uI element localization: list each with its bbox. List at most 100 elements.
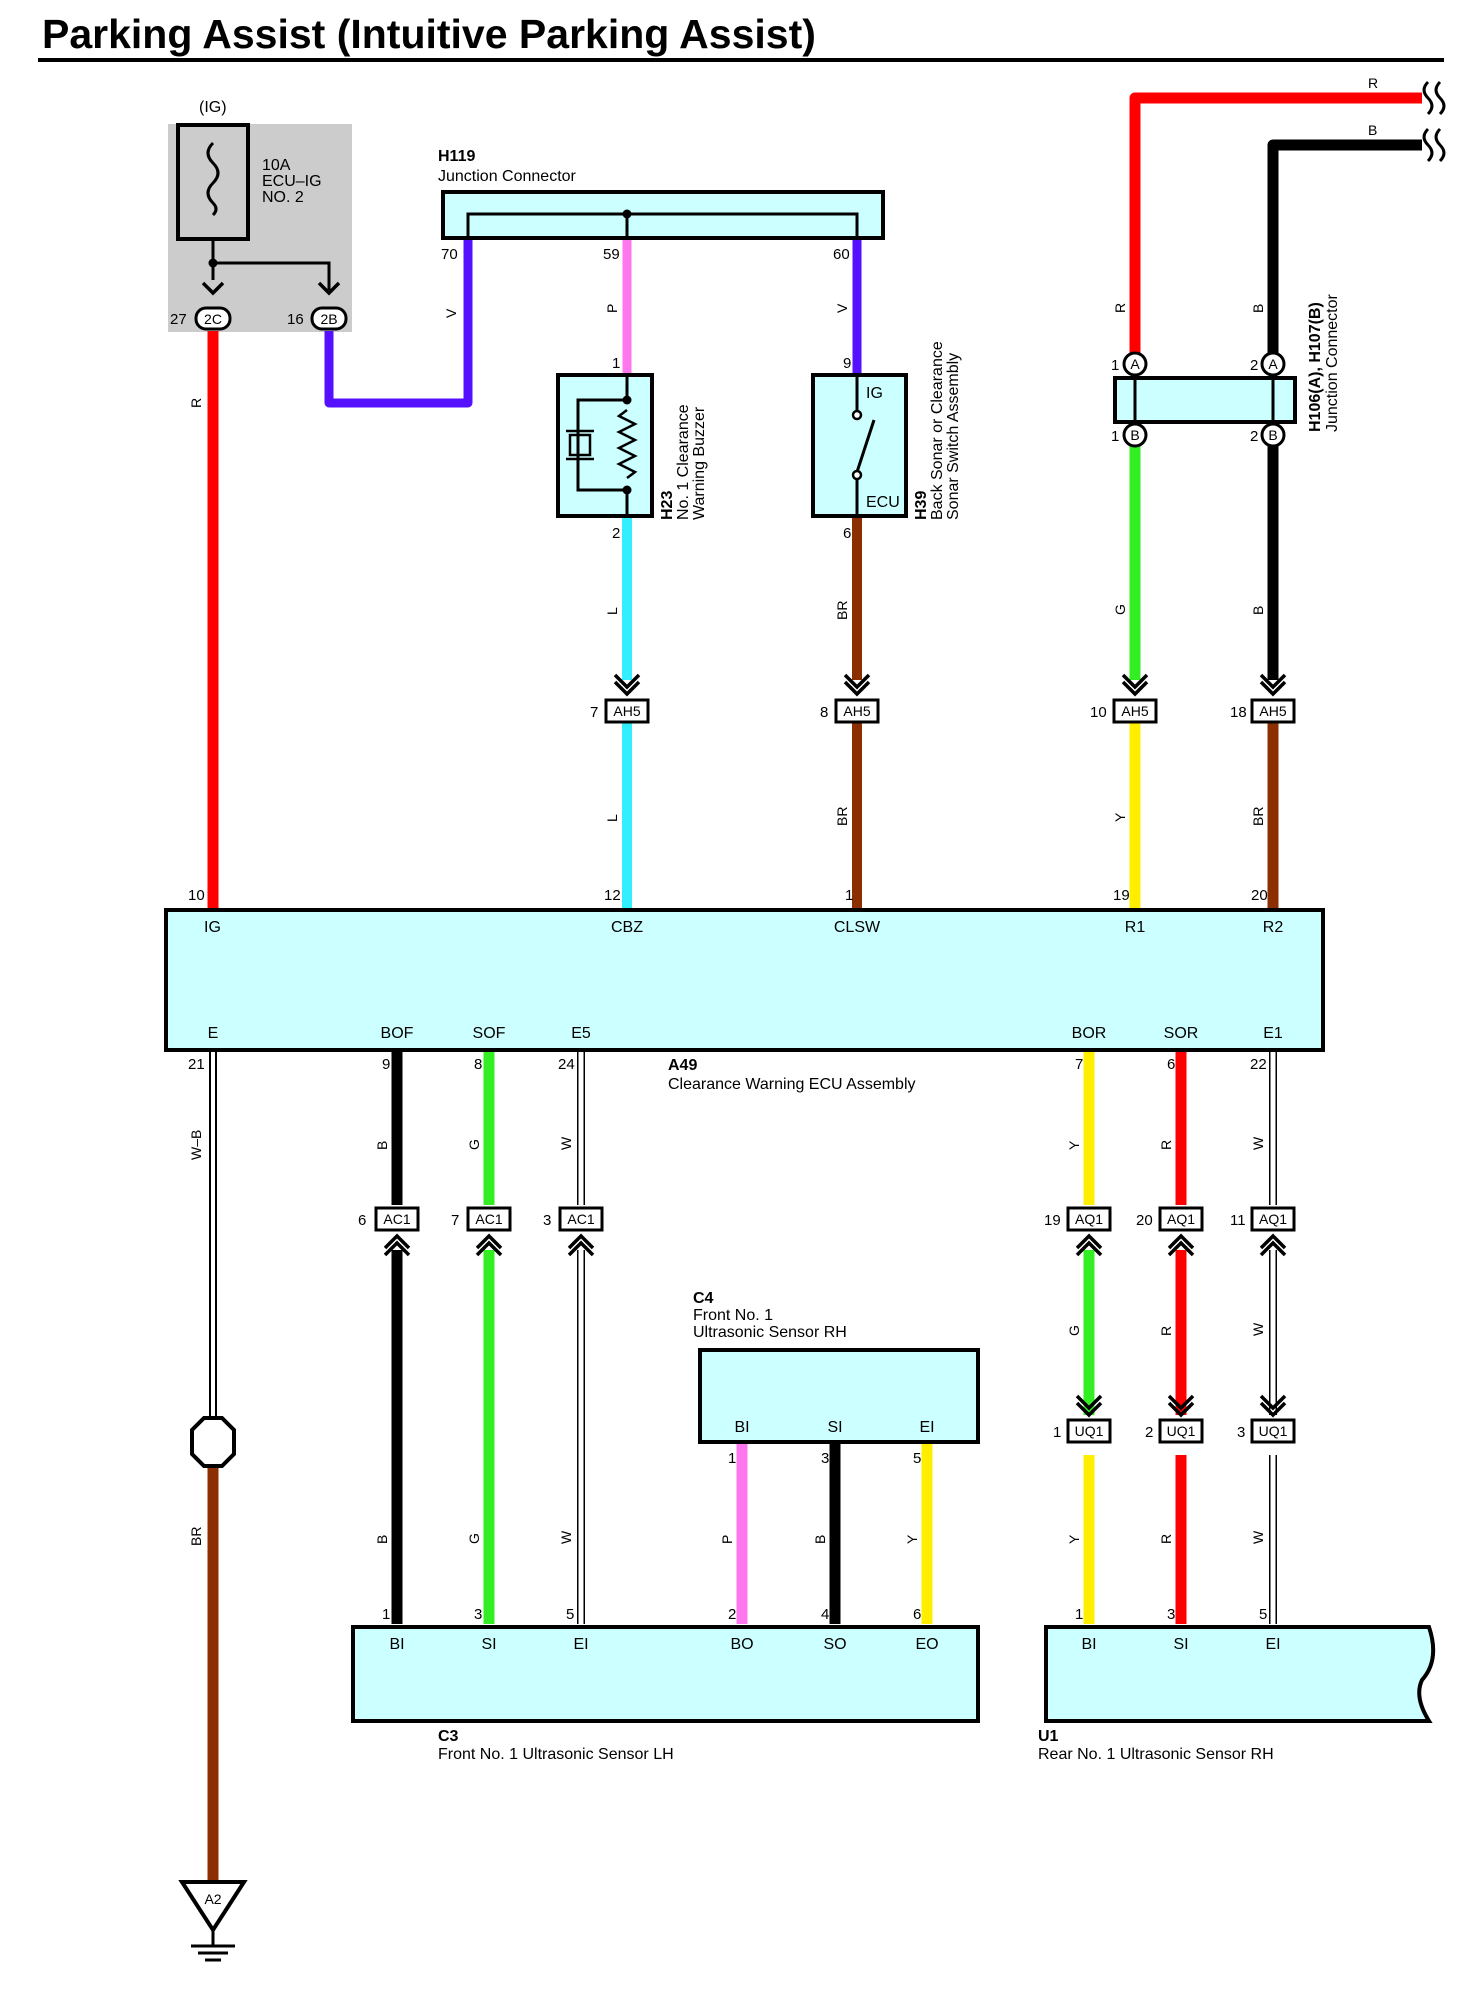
svg-text:AC1: AC1: [383, 1211, 410, 1227]
code-e5-w-upper: W: [558, 1136, 574, 1150]
fuse-rating: 10A: [262, 157, 291, 174]
c3-sig-so: SO: [823, 1636, 846, 1653]
h106-pin-a1: 1: [1111, 357, 1119, 374]
code-c4-b: B: [812, 1535, 828, 1544]
aq1-pin-20: AQ1 20: [1136, 1206, 1204, 1257]
code-r1-y: Y: [1112, 812, 1128, 822]
code-59-p: P: [604, 304, 620, 313]
code-ig-r: R: [188, 398, 204, 408]
svg-text:AQ1: AQ1: [1167, 1211, 1195, 1227]
wire-top-red: [1129, 92, 1422, 355]
code-c4-p: P: [719, 1535, 735, 1544]
svg-text:UQ1: UQ1: [1259, 1423, 1288, 1439]
code-r2-b: B: [1250, 606, 1266, 615]
uq1-connectors: UQ1 1 UQ1 2 UQ1 3: [1053, 1394, 1296, 1444]
connector-2c-code: 2C: [204, 311, 222, 327]
ecu-pin-8: 8: [474, 1056, 482, 1073]
h119-junction-dot: [622, 209, 632, 219]
code-bor-y-lower: Y: [1066, 1534, 1082, 1544]
ecu-sig-cbz: CBZ: [611, 919, 643, 936]
h39-sonar-switch-assembly: 9 6 IG ECU H39 Back Sonar or Clearance S…: [811, 341, 962, 542]
h106-pin-a2-marker: [1260, 351, 1286, 377]
code-bof-b-upper: B: [374, 1141, 390, 1150]
svg-text:AH5: AH5: [1121, 703, 1148, 719]
ecu-sig-bof: BOF: [381, 1025, 414, 1042]
svg-text:7: 7: [451, 1212, 459, 1229]
ac1-connectors: AC1 6 AC1 7 AC1 3: [358, 1206, 604, 1257]
h39-pin-6: 6: [843, 525, 851, 542]
svg-text:AQ1: AQ1: [1259, 1211, 1287, 1227]
h107-pin-b2: 2: [1250, 428, 1258, 445]
connector-2b-code: 2B: [320, 311, 337, 327]
u1-box: [1044, 1625, 1436, 1723]
c3-id: C3: [438, 1728, 459, 1745]
code-clsw-br-lower: BR: [834, 807, 850, 826]
code-cbz-l-upper: L: [604, 607, 620, 615]
h23-pin-2: 2: [612, 525, 620, 542]
h106-pin-a2: 2: [1250, 357, 1258, 374]
code-ground-br: BR: [188, 1527, 204, 1546]
code-e1-w: W: [1250, 1136, 1266, 1150]
svg-text:8: 8: [820, 704, 828, 721]
svg-text:1: 1: [1053, 1424, 1061, 1441]
code-e-wb: W–B: [188, 1130, 204, 1160]
ecu-box: [164, 908, 1325, 1052]
ecu-sig-sof: SOF: [473, 1025, 506, 1042]
h107-pin-b2-marker: [1260, 422, 1286, 448]
c3-box: [351, 1625, 980, 1723]
code-c4-y: Y: [904, 1534, 920, 1544]
h106-a1-letter: A: [1130, 356, 1140, 372]
h106-h107-junction-connector: A A B B 1 2 1 2 H106(A), H107(B) Junctio…: [1111, 293, 1341, 448]
fuse-block-background: [168, 124, 352, 332]
c4-id: C4: [693, 1290, 714, 1307]
c3-pin-2: 2: [728, 1606, 736, 1623]
ecu-id: A49: [668, 1057, 697, 1074]
c4-box: [698, 1348, 980, 1444]
c3-sig-bo: BO: [730, 1636, 753, 1653]
h119-pin-60: 60: [833, 246, 850, 263]
h119-pin-70: 70: [441, 246, 458, 263]
h39-ecu-label: ECU: [866, 494, 900, 511]
ecu-sig-bor: BOR: [1072, 1025, 1107, 1042]
h23-clearance-warning-buzzer: 1 2 H23 No. 1 Clearance Warning Buzzer: [556, 355, 708, 542]
h107-b1-letter: B: [1130, 427, 1139, 443]
c3-pin-4: 4: [821, 1606, 829, 1623]
h23-pin-1: 1: [612, 355, 620, 372]
code-bof-b-lower: B: [374, 1535, 390, 1544]
code-h106-r: R: [1112, 303, 1128, 313]
u1-sig-bi: BI: [1081, 1636, 1096, 1653]
c4-sig-bi: BI: [734, 1419, 749, 1436]
wire-top-black: [1267, 139, 1422, 355]
h23-buzzer-loop: [576, 398, 627, 492]
code-top-b: B: [1368, 122, 1377, 138]
svg-text:AH5: AH5: [843, 703, 870, 719]
h39-ig-label: IG: [866, 385, 883, 402]
fuse-ig-label: (IG): [199, 99, 227, 116]
ground-a2: A2: [178, 1880, 248, 1962]
h119-junction-connector: H119 Junction Connector 70 59 60: [438, 148, 885, 263]
c3-pin-5: 5: [566, 1606, 574, 1623]
h39-box: [811, 373, 908, 518]
ecu-sig-clsw: CLSW: [834, 919, 881, 936]
h119-name: Junction Connector: [438, 168, 577, 185]
h106-name: Junction Connector: [1324, 293, 1341, 432]
switch-icon: [855, 419, 876, 473]
u1-pin-1: 1: [1075, 1606, 1083, 1623]
splice-icon: [190, 1416, 236, 1468]
wires: [207, 80, 1446, 1880]
c3-sig-ei: EI: [573, 1636, 588, 1653]
h107-b2-letter: B: [1268, 427, 1277, 443]
ecu-sig-r1: R1: [1125, 919, 1146, 936]
connector-2c-pin: 27: [170, 311, 187, 328]
svg-text:2: 2: [1145, 1424, 1153, 1441]
c3-sig-si: SI: [481, 1636, 496, 1653]
c4-pin-5: 5: [913, 1450, 921, 1467]
svg-text:AQ1: AQ1: [1075, 1211, 1103, 1227]
uq1-pin-3: UQ1 3: [1237, 1394, 1296, 1444]
svg-text:19: 19: [1044, 1212, 1061, 1229]
c3-pin-1: 1: [382, 1606, 390, 1623]
ecu-sig-sor: SOR: [1164, 1025, 1199, 1042]
c4-pin-3: 3: [821, 1450, 829, 1467]
fuse-junction-dot: [208, 258, 218, 268]
svg-text:11: 11: [1230, 1212, 1246, 1229]
